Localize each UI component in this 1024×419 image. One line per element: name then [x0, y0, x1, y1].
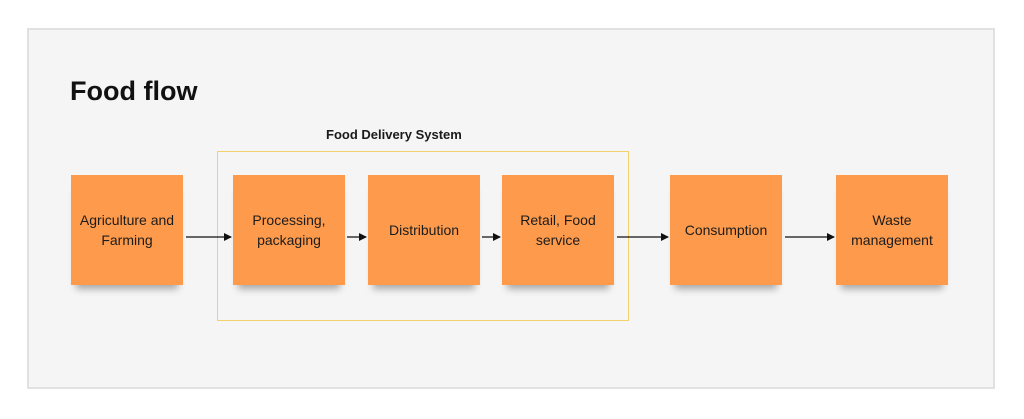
sticky-note-consumption[interactable]: Consumption [670, 175, 782, 285]
group-label: Food Delivery System [326, 127, 462, 142]
sticky-note-retail[interactable]: Retail, Food service [502, 175, 614, 285]
sticky-note-label: Consumption [684, 222, 768, 238]
sticky-note-agriculture[interactable]: Agriculture and Farming [71, 175, 183, 285]
sticky-note-label: Distribution [388, 222, 460, 238]
sticky-note-label: Processing, packaging [252, 212, 326, 248]
sticky-note-processing[interactable]: Processing, packaging [233, 175, 345, 285]
sticky-note-distribution[interactable]: Distribution [368, 175, 480, 285]
food-delivery-system-frame[interactable] [217, 151, 629, 321]
sticky-note-label: Retail, Food service [520, 212, 596, 248]
sticky-note-waste[interactable]: Waste management [836, 175, 948, 285]
board-title: Food flow [70, 76, 198, 106]
sticky-note-label: Waste management [851, 212, 933, 248]
sticky-note-label: Agriculture and Farming [79, 212, 175, 248]
